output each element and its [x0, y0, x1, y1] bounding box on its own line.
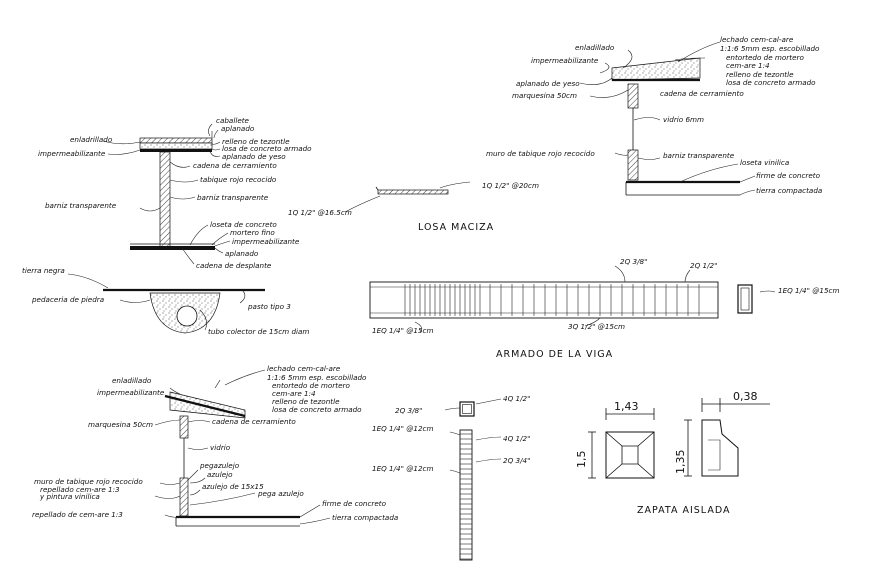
label-enladillado-tr: enladillado	[575, 43, 615, 52]
label-entortedo-tr: entortedo de mortero	[726, 53, 804, 62]
label-losa-concreto-tr: losa de concreto armado	[726, 78, 816, 87]
dim-1-5: 1,5	[575, 451, 588, 469]
label-col-2q-3-8: 2Q 3/8"	[395, 406, 422, 415]
label-losa-1q-1-2-20cm: 1Q 1/2" @20cm	[482, 181, 539, 190]
label-muro-tabique-tr: muro de tabique rojo recocido	[486, 149, 595, 158]
label-impermeabilizante: impermeabilizante	[38, 149, 106, 158]
label-mortero-fino: mortero fino	[230, 228, 275, 237]
label-firme-bl: firme de concreto	[322, 499, 387, 508]
label-caballete: caballete	[216, 116, 250, 125]
label-enladrillado: enladrillado	[70, 135, 113, 144]
label-marquesina-bl: marquesina 50cm	[88, 420, 153, 429]
label-impermeabilizante-bl: impermeabilizante	[97, 388, 165, 397]
label-col-1eq-bottom: 1EQ 1/4" @12cm	[372, 464, 434, 473]
detail-window-section-top-right: lechado cem-cal-are 1:1:6 5mm esp. escob…	[486, 35, 822, 196]
label-viga-2q-1-2: 2Q 1/2"	[690, 261, 717, 270]
label-pegazulejo-bl: pegazulejo	[199, 461, 240, 470]
label-pedaceria-de-piedra: pedaceria de piedra	[31, 295, 104, 304]
label-relleno-tezontle-tr: relleno de tezontle	[726, 70, 794, 79]
label-cem-are-tr: cem-are 1:4	[726, 61, 770, 70]
label-cadena-de-cerramiento: cadena de cerramiento	[193, 161, 277, 170]
label-col-4q-1-2-top: 4Q 1/2"	[503, 394, 530, 403]
label-firme-concreto-tr: firme de concreto	[756, 171, 821, 180]
label-tierra-compactada-bl: tierra compactada	[332, 513, 398, 522]
detail-window-section-bottom-left: lechado cem-cal-are 1:1:6 5mm esp. escob…	[32, 364, 398, 527]
detail-column-reinforcement: 4Q 1/2" 2Q 3/8" 1EQ 1/4" @12cm 4Q 1/2" 1…	[372, 394, 530, 561]
label-col-2q-3-4: 2Q 3/4"	[503, 456, 530, 465]
label-losa-bl: losa de concreto armado	[272, 405, 362, 414]
label-barniz-transparente-right: barniz transparente	[197, 193, 269, 202]
title-losa-maciza: LOSA MACIZA	[418, 222, 494, 233]
label-escobillado-tr: 1:1:6 5mm esp. escobillado	[720, 44, 820, 53]
label-tabique-rojo-recocido: tabique rojo recocido	[200, 175, 277, 184]
dim-1-43: 1,43	[614, 400, 639, 413]
label-cadena-cerramiento-tr: cadena de cerramiento	[660, 89, 744, 98]
label-vidrio-6mm-tr: vidrio 6mm	[663, 115, 704, 124]
detail-wall-section-top-left: caballete aplanado relleno de tezontle l…	[38, 116, 312, 270]
label-marquesina-tr: marquesina 50cm	[512, 91, 577, 100]
viga-stirrups	[404, 284, 700, 316]
label-col-1eq-top: 1EQ 1/4" @12cm	[372, 424, 434, 433]
label-pega-azulejo-bl: pega azulejo	[257, 489, 304, 498]
label-loseta-de-concreto: loseta de concreto	[210, 220, 277, 229]
label-viga-1eq-bottom: 1EQ 1/4" @15cm	[372, 326, 434, 335]
detail-zapata-aislada: 1,43 1,5 1,35 0,38 ZAPATA AISLADA	[575, 390, 770, 516]
label-aplanado-bottom: aplanado	[225, 249, 259, 258]
label-pasto-tipo-3: pasto tipo 3	[247, 302, 291, 311]
label-loseta-vinilica-tr: loseta vinilica	[740, 158, 789, 167]
detail-armado-viga: 2Q 3/8" 2Q 1/2" 1EQ 1/4" @15cm 1EQ 1/4" …	[369, 257, 840, 360]
label-tubo-colector: tubo colector de 15cm diam	[208, 327, 309, 336]
label-relleno-bl: relleno de tezontle	[272, 397, 340, 406]
label-viga-2q-3-8: 2Q 3/8"	[620, 257, 647, 266]
label-impermeabilizante-tr: impermeabilizante	[531, 56, 599, 65]
label-cadena-de-desplante: cadena de desplante	[196, 261, 272, 270]
label-lechado-bl: lechado cem-cal-are	[267, 364, 341, 373]
label-pintura-bl: y pintura vinilica	[39, 492, 100, 501]
label-enladillado-bl: enladillado	[112, 376, 152, 385]
label-aplanado: aplanado	[221, 124, 255, 133]
label-viga-1eq-side: 1EQ 1/4" @15cm	[778, 286, 840, 295]
label-repellado-cem-are-bl: repellado de cem-are 1:3	[32, 510, 123, 519]
label-tierra-negra: tierra negra	[22, 266, 65, 275]
label-tierra-compactada-tr: tierra compactada	[756, 186, 822, 195]
detail-drain-pipe: tierra negra pedaceria de piedra pasto t…	[22, 266, 309, 336]
label-muro-bl: muro de tabique rojo recocido	[34, 477, 143, 486]
title-armado-de-la-viga: ARMADO DE LA VIGA	[496, 349, 613, 360]
label-relleno-de-tezontle: relleno de tezontle	[222, 137, 290, 146]
label-impermeabilizante-bottom: impermeabilizante	[232, 237, 300, 246]
label-losa-de-concreto-armado: losa de concreto armado	[222, 144, 312, 153]
label-aplanado-de-yeso: aplanado de yeso	[222, 152, 286, 161]
label-barniz-transparente-left: barniz transparente	[45, 201, 117, 210]
label-col-4q-1-2: 4Q 1/2"	[503, 434, 530, 443]
label-losa-1q-1-2-16-5cm: 1Q 1/2" @16.5cm	[288, 208, 352, 217]
label-escobillado-bl: 1:1:6 5mm esp. escobillado	[267, 373, 367, 382]
label-cem-are-bl: cem-are 1:4	[272, 389, 316, 398]
label-repellado-bl: repellado cem-are 1:3	[40, 485, 120, 494]
title-zapata-aislada: ZAPATA AISLADA	[637, 505, 730, 516]
label-azulejo-15x15-bl: azulejo de 15x15	[202, 482, 264, 491]
label-azulejo-bl: azulejo	[207, 470, 233, 479]
label-viga-3q-1-2: 3Q 1/2" @15cm	[568, 322, 625, 331]
label-cadena-bl: cadena de cerramiento	[212, 417, 296, 426]
label-lechado-cem-cal-are-tr: lechado cem-cal-are	[720, 35, 794, 44]
dim-0-38: 0,38	[733, 390, 758, 403]
label-aplanado-yeso-tr: aplanado de yeso	[516, 79, 580, 88]
label-vidrio-bl: vidrio	[210, 443, 231, 452]
dim-1-35: 1,35	[674, 450, 687, 475]
detail-losa-maciza: 1Q 1/2" @20cm 1Q 1/2" @16.5cm LOSA MACIZ…	[288, 181, 539, 233]
column-ties	[460, 433, 472, 560]
label-barniz-tr: barniz transparente	[663, 151, 735, 160]
label-entortedo-bl: entortedo de mortero	[272, 381, 350, 390]
